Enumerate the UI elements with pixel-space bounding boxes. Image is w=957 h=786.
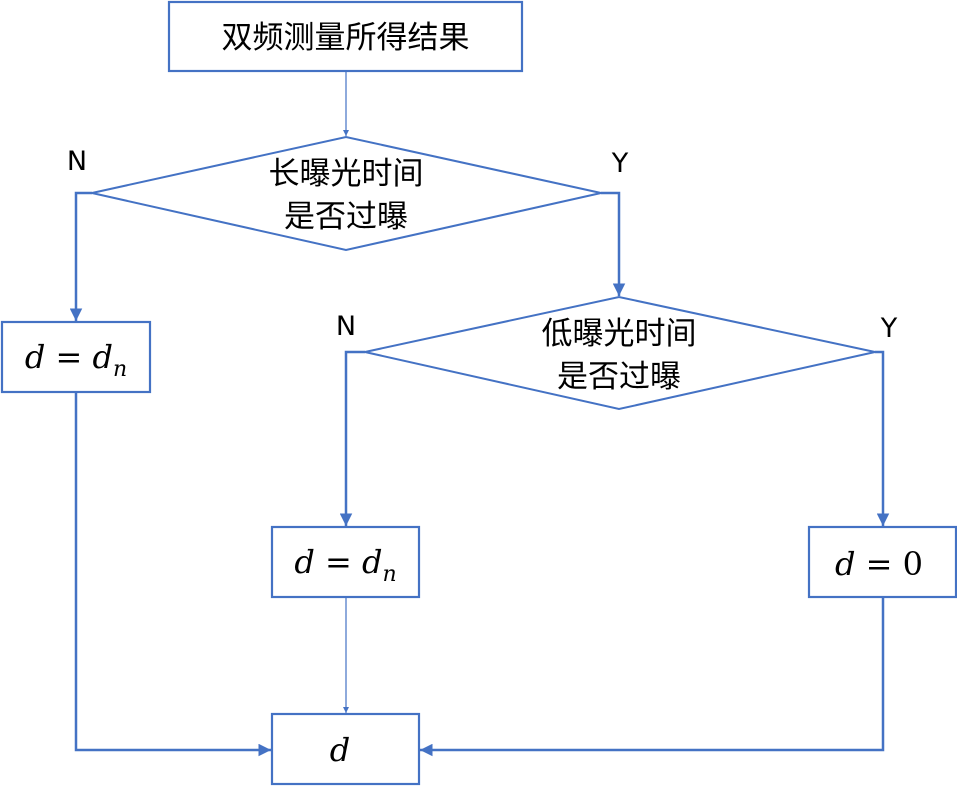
assign-left-formula: d = dn <box>25 338 127 382</box>
decision-low-exposure: 低曝光时间 是否过曝 <box>364 295 876 411</box>
start-node: 双频测量所得结果 <box>167 0 524 73</box>
edge-low-yes-to-assign-zero <box>875 350 890 526</box>
result-node-text: d <box>330 731 350 769</box>
edge-long-yes-to-decision-low <box>601 191 626 296</box>
label-low-yes: Y <box>880 313 898 344</box>
assign-zero-node: d = 0 <box>807 525 957 599</box>
edge-assign-zero-to-result <box>420 597 885 757</box>
edge-low-no-to-assign-middle <box>339 350 365 526</box>
assign-left-node: d = dn <box>0 320 152 394</box>
decision-long-exposure: 长曝光时间 是否过曝 <box>91 135 602 252</box>
label-low-no: N <box>336 311 356 342</box>
decision-long-line1: 长曝光时间 <box>269 156 424 192</box>
assign-zero-formula: d = 0 <box>835 545 923 583</box>
decision-low-line2: 是否过曝 <box>557 359 681 395</box>
label-long-yes: Y <box>611 148 629 179</box>
edges <box>69 71 890 757</box>
edge-long-no-to-assign-left <box>69 191 92 321</box>
assign-middle-formula: d = dn <box>294 543 396 587</box>
label-long-no: N <box>67 146 87 177</box>
assign-middle-node: d = dn <box>270 525 421 599</box>
decision-long-line2: 是否过曝 <box>284 199 408 235</box>
result-node: d <box>270 712 421 786</box>
start-node-text: 双频测量所得结果 <box>222 20 470 56</box>
edge-assign-left-to-result <box>74 392 271 757</box>
decision-low-line1: 低曝光时间 <box>542 316 697 352</box>
